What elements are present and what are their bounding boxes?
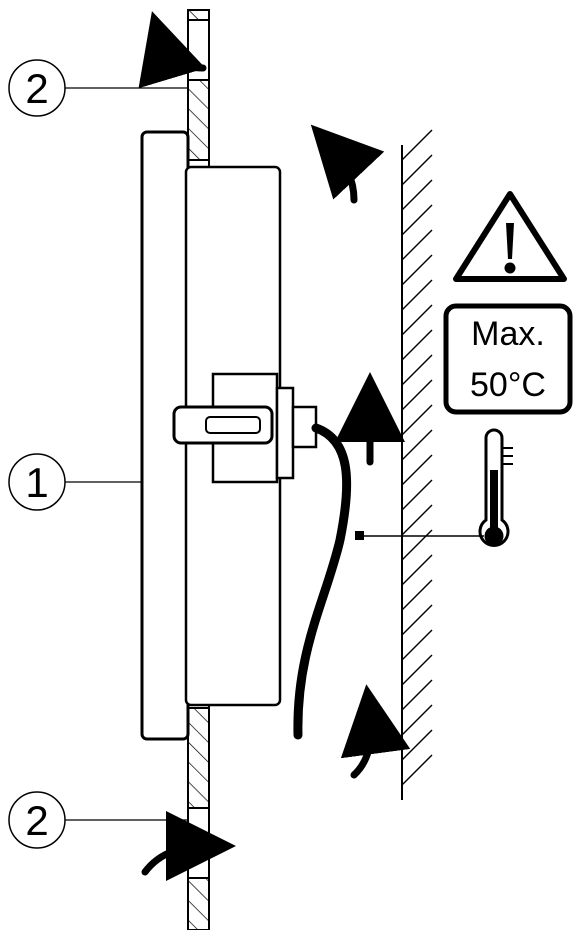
connector-assembly xyxy=(172,372,318,484)
connector-plate xyxy=(275,386,295,480)
thermometer-icon xyxy=(478,428,513,547)
callout-middle-number: 1 xyxy=(25,459,48,506)
warning-triangle-icon xyxy=(453,191,567,282)
max-temperature-value: 50°C xyxy=(470,366,546,404)
connector-plug-slot xyxy=(205,416,261,434)
right-wall xyxy=(401,129,433,800)
max-temperature-sign: Max. 50°C xyxy=(443,303,573,415)
airflow-arrow-bottom-entry xyxy=(141,811,236,882)
max-temperature-label: Max. xyxy=(471,315,545,353)
callout-top-number: 2 xyxy=(25,65,48,112)
power-cable xyxy=(293,423,352,740)
airflow-arrows xyxy=(138,11,411,882)
airflow-arrow-lower-gap xyxy=(340,684,411,779)
callout-middle: 1 xyxy=(8,453,142,511)
callout-top: 2 xyxy=(8,59,188,117)
airflow-arrow-upper-gap xyxy=(310,124,385,204)
callout-bottom-number: 2 xyxy=(25,797,48,844)
callout-bottom: 2 xyxy=(8,791,188,849)
max-temperature-sign-box xyxy=(443,303,573,415)
right-wall-hatching xyxy=(401,129,433,786)
airflow-arrow-top-exit xyxy=(138,11,207,89)
temperature-measurement-point xyxy=(355,531,364,540)
